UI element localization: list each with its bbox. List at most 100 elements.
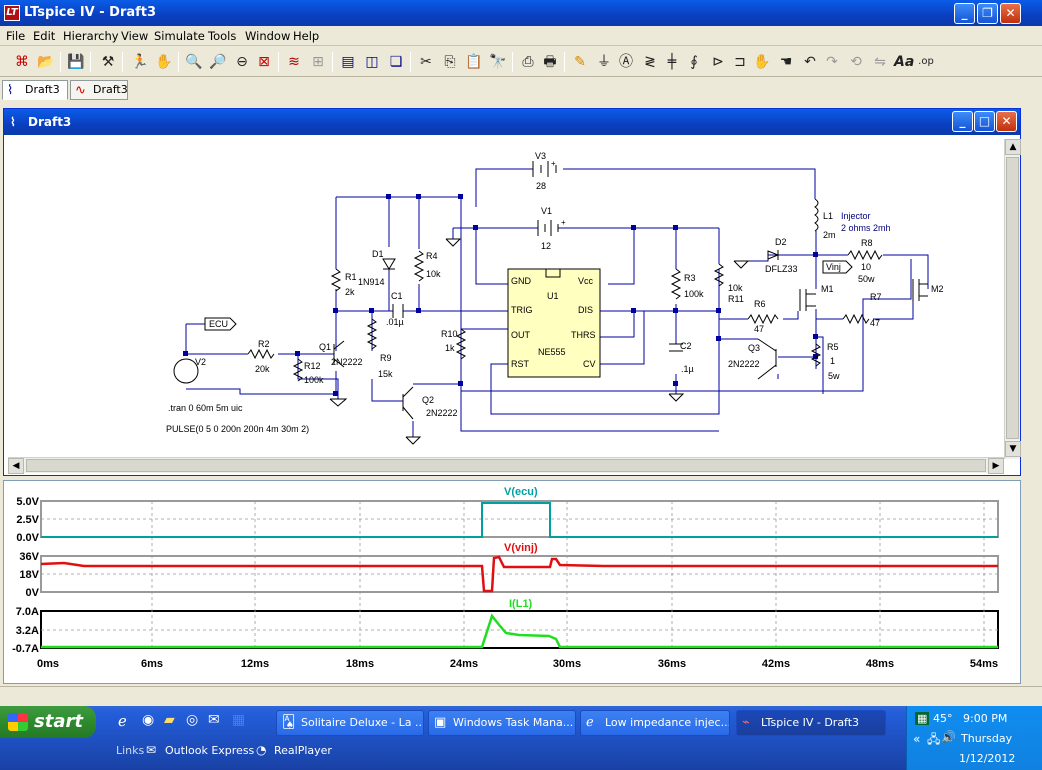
trace-ecu bbox=[41, 502, 998, 538]
print-icon[interactable]: 🖶 bbox=[543, 54, 557, 70]
lbl-R9: R9 bbox=[380, 353, 392, 363]
scroll-up-icon[interactable]: ▲ bbox=[1005, 139, 1021, 155]
windows-logo-icon bbox=[8, 713, 28, 731]
task-task-manager[interactable]: ▣ Windows Task Mana... bbox=[428, 710, 576, 736]
task-ltspice[interactable]: ⌁ LTspice IV - Draft3 bbox=[736, 710, 886, 736]
zoom-out-icon[interactable]: ⊖ bbox=[236, 54, 248, 70]
find-icon[interactable]: 🔭 bbox=[489, 54, 507, 70]
tab-waveform[interactable]: ∿ Draft3 bbox=[70, 80, 128, 100]
diode-icon[interactable]: ⊳ bbox=[712, 54, 724, 70]
zoom-fit-icon[interactable]: ⊠ bbox=[258, 54, 270, 70]
scroll-down-icon[interactable]: ▼ bbox=[1005, 441, 1021, 457]
run-icon[interactable]: 🏃 bbox=[131, 54, 149, 70]
tray-time[interactable]: 9:00 PM bbox=[963, 712, 1008, 725]
task-solitaire[interactable]: 🂡 Solitaire Deluxe - La ... bbox=[276, 710, 424, 736]
doc-minimize-button[interactable]: _ bbox=[952, 111, 973, 132]
zoom-in-icon[interactable]: 🔍 bbox=[185, 54, 203, 70]
vertical-scrollbar[interactable]: ▲ ▼ bbox=[1004, 139, 1021, 459]
mail-icon[interactable]: ✉ bbox=[208, 712, 220, 728]
component-icon[interactable]: ⊐ bbox=[734, 54, 746, 70]
doc-maximize-button[interactable]: □ bbox=[974, 111, 995, 132]
media-icon[interactable]: ◎ bbox=[186, 712, 199, 728]
cut-icon[interactable]: ✂ bbox=[420, 54, 432, 70]
scroll-left-icon[interactable]: ◀ bbox=[8, 458, 24, 474]
label-net-icon[interactable]: Ⓐ bbox=[619, 54, 633, 70]
quicklaunch-outlook[interactable]: Outlook Express bbox=[165, 744, 255, 757]
schematic-titlebar[interactable]: ⌇ Draft3 _ □ ✕ bbox=[4, 109, 1020, 135]
source-pulse-text: PULSE(0 5 0 200n 200n 4m 30m 2) bbox=[166, 424, 309, 434]
print-setup-icon[interactable]: ⎙ bbox=[522, 54, 534, 70]
move-icon[interactable]: ✋ bbox=[753, 54, 771, 70]
horizontal-scrollbar[interactable]: ◀ ▶ bbox=[8, 457, 1004, 474]
task-browser[interactable]: ℯ Low impedance injec... bbox=[580, 710, 730, 736]
pin-Vcc: Vcc bbox=[578, 276, 594, 286]
lbl-R10-val: 1k bbox=[445, 343, 455, 353]
quicklaunch-realplayer[interactable]: RealPlayer bbox=[274, 744, 332, 757]
browser-quick-icon[interactable]: ◉ bbox=[142, 712, 155, 728]
halt-icon[interactable]: ✋ bbox=[155, 54, 173, 70]
schematic-canvas[interactable]: V3 28 V1 12 L1 Injector 2 ohms 2mh 2m D2… bbox=[8, 139, 1004, 457]
capacitor-icon[interactable]: ╪ bbox=[667, 54, 677, 70]
menu-view[interactable]: View bbox=[121, 29, 149, 43]
scroll-right-icon[interactable]: ▶ bbox=[988, 458, 1004, 474]
menu-help[interactable]: Help bbox=[293, 29, 320, 43]
undo-icon[interactable]: ↶ bbox=[804, 54, 816, 70]
menu-hierarchy[interactable]: Hierarchy bbox=[63, 29, 119, 43]
horizontal-scroll-thumb[interactable] bbox=[26, 459, 986, 472]
spice-directive-icon[interactable]: .op bbox=[918, 56, 934, 67]
xtick-5: 30ms bbox=[553, 658, 581, 670]
minimize-button[interactable]: _ bbox=[954, 3, 975, 24]
copy-icon[interactable]: ⎘ bbox=[444, 54, 456, 70]
vertical-scroll-thumb[interactable] bbox=[1006, 157, 1019, 439]
paste-icon[interactable]: 📋 bbox=[465, 54, 483, 70]
cascade-icon[interactable]: ❏ bbox=[389, 54, 403, 70]
control-panel-icon[interactable]: ⚒ bbox=[101, 54, 115, 70]
tile-horizontal-icon[interactable]: ▤ bbox=[341, 54, 355, 70]
cpu-temp-icon[interactable]: ▦ bbox=[915, 712, 930, 725]
grid-vertical bbox=[151, 501, 985, 648]
inductor-icon[interactable]: ∮ bbox=[690, 54, 698, 70]
redo-icon[interactable]: ↷ bbox=[826, 54, 838, 70]
tile-vertical-icon[interactable]: ◫ bbox=[365, 54, 379, 70]
xtick-6: 36ms bbox=[658, 658, 686, 670]
menu-simulate[interactable]: Simulate bbox=[154, 29, 205, 43]
open-icon[interactable]: 📂 bbox=[37, 54, 55, 70]
draw-wire-icon[interactable]: ✎ bbox=[574, 54, 586, 70]
network-icon[interactable]: 🖧 bbox=[927, 732, 941, 746]
window-titlebar[interactable]: LT LTspice IV - Draft3 _ ❐ ✕ bbox=[0, 0, 1042, 26]
tab-schematic[interactable]: ⌇ Draft3 bbox=[2, 80, 68, 100]
menu-edit[interactable]: Edit bbox=[33, 29, 56, 43]
rotate-icon[interactable]: ⟲ bbox=[850, 54, 862, 70]
waveform-viewer[interactable]: V(ecu) V(vinj) I(L1) 5.0V 2.5V 0.0V 36V … bbox=[3, 480, 1021, 684]
doc-close-button[interactable]: ✕ bbox=[996, 111, 1017, 132]
lbl-V1: V1 bbox=[541, 206, 552, 216]
grid-icon[interactable]: ⊞ bbox=[312, 54, 324, 70]
new-schematic-icon[interactable]: ⌘ bbox=[15, 54, 29, 70]
autorange-icon[interactable]: ≋ bbox=[288, 54, 300, 70]
folder-icon[interactable]: ▰ bbox=[164, 712, 175, 728]
zoom-pan-icon[interactable]: 🔎 bbox=[209, 54, 227, 70]
lbl-R6-val: 47 bbox=[754, 324, 764, 334]
save-icon[interactable]: 💾 bbox=[67, 54, 85, 70]
start-button[interactable]: start bbox=[0, 706, 96, 738]
restore-button[interactable]: ❐ bbox=[977, 3, 998, 24]
volume-icon[interactable]: 🔊 bbox=[941, 730, 956, 744]
close-button[interactable]: ✕ bbox=[1000, 3, 1021, 24]
junctions bbox=[183, 194, 818, 396]
ytick-vinj-mid: 18V bbox=[19, 569, 39, 581]
quicklaunch-links[interactable]: Links bbox=[116, 744, 145, 757]
tray-chevron-icon[interactable]: « bbox=[913, 732, 921, 746]
ground-icon[interactable]: ⏚ bbox=[597, 54, 611, 70]
paint-icon[interactable]: ▦ bbox=[232, 712, 246, 728]
menu-file[interactable]: File bbox=[6, 29, 26, 43]
pin-RST: RST bbox=[511, 359, 530, 369]
lbl-R10: R10 bbox=[441, 329, 458, 339]
mirror-icon[interactable]: ⇋ bbox=[874, 54, 886, 70]
resistor-icon[interactable]: ≷ bbox=[644, 54, 656, 70]
menu-tools[interactable]: Tools bbox=[208, 29, 237, 43]
menu-window[interactable]: Window bbox=[245, 29, 291, 43]
drag-icon[interactable]: ☚ bbox=[779, 54, 793, 70]
ie-icon[interactable]: ℯ bbox=[118, 712, 127, 730]
text-icon[interactable]: Aa bbox=[894, 54, 915, 70]
lbl-R7: R7 bbox=[870, 292, 882, 302]
